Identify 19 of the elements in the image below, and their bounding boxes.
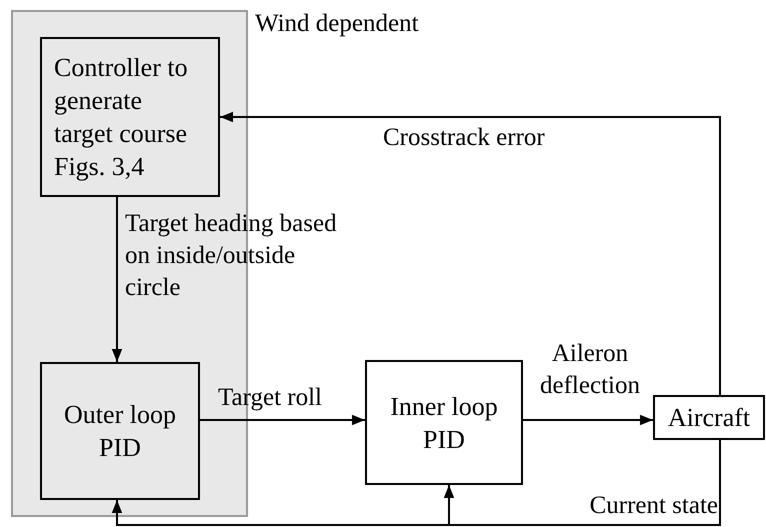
process-box — [653, 395, 765, 440]
arrow — [200, 414, 365, 426]
arrow — [444, 440, 721, 526]
arrow — [112, 197, 122, 362]
box-label: Controller to generate target course Figs. 3,4 — [54, 52, 189, 183]
box-label: Inner loop PID — [389, 390, 499, 456]
edge-label: Target heading based on inside/outside circle — [125, 209, 338, 303]
process-box — [40, 37, 220, 197]
process-box — [40, 362, 200, 500]
box-label: Aircraft — [668, 402, 750, 434]
process-box — [365, 360, 523, 485]
arrow — [220, 112, 721, 395]
edge-label: Current state — [588, 491, 718, 521]
edge-label: Aileron deflection — [539, 339, 641, 401]
edge-label: Crosstrack error — [383, 123, 546, 153]
edge-label: Target roll — [218, 383, 324, 413]
box-label: Outer loop PID — [63, 399, 177, 464]
arrow — [523, 414, 653, 426]
group-title: Wind dependent — [255, 9, 419, 39]
